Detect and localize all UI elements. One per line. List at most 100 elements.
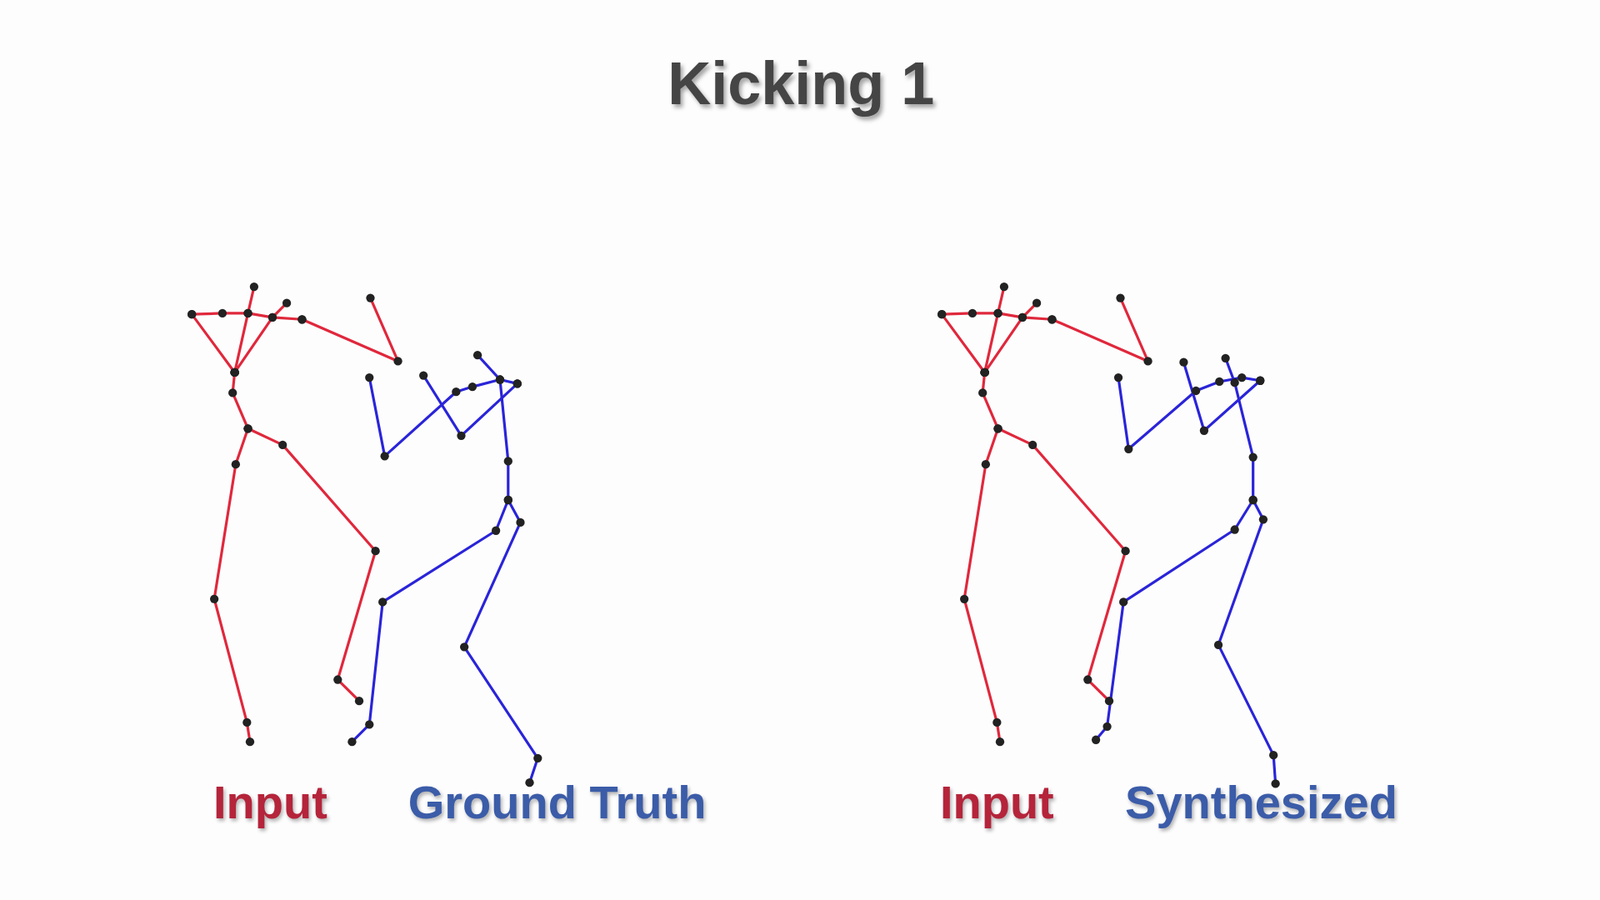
- joint-dot: [210, 595, 219, 604]
- joint-dot: [968, 309, 977, 318]
- joint-dot: [1179, 358, 1188, 367]
- joint-dot: [1249, 452, 1258, 461]
- joint-dot: [1047, 315, 1056, 324]
- joint-dot: [250, 282, 259, 291]
- joint-dot: [365, 293, 375, 302]
- joint-dot: [456, 431, 465, 440]
- arm-line: [301, 298, 398, 362]
- joint-dot: [1249, 495, 1258, 505]
- leg-line: [214, 428, 250, 742]
- joint-dot: [268, 313, 277, 322]
- joint-dot: [980, 368, 989, 377]
- joint-dot: [282, 299, 291, 308]
- joint-dot: [1119, 597, 1128, 606]
- joint-dot: [495, 375, 505, 384]
- joint-dot: [533, 754, 542, 763]
- leg-line: [464, 500, 538, 783]
- leg-line: [232, 372, 375, 701]
- joint-dot: [1018, 313, 1027, 322]
- arm-line: [191, 314, 235, 373]
- arm-line: [369, 377, 518, 456]
- joint-dot: [473, 350, 482, 360]
- joint-dot: [1259, 515, 1268, 524]
- arm-line: [1183, 362, 1260, 431]
- joint-dot: [993, 424, 1002, 433]
- joint-dot: [1249, 495, 1258, 505]
- joint-dot: [230, 368, 239, 377]
- joint-dot: [1120, 546, 1130, 555]
- joint-dot: [504, 456, 513, 465]
- joint-dot: [468, 382, 477, 391]
- ground-truth-skeleton: [351, 355, 538, 783]
- joint-dot: [228, 388, 237, 397]
- caption-label: Input: [940, 775, 1055, 830]
- joint-dot: [370, 546, 380, 555]
- joint-dot: [378, 597, 387, 606]
- leg-line: [351, 355, 508, 742]
- joint-dot: [1269, 750, 1278, 760]
- joint-dot: [1255, 376, 1265, 385]
- caption-label: Input: [213, 775, 328, 830]
- joint-dot: [347, 737, 356, 746]
- joint-dot: [297, 315, 306, 324]
- joint-dot: [1124, 445, 1133, 454]
- joint-dot: [218, 309, 227, 318]
- joint-dot: [1000, 282, 1009, 291]
- joint-dot: [1115, 293, 1125, 302]
- joint-dot: [230, 368, 239, 377]
- joint-dot: [460, 642, 469, 651]
- joint-dot: [297, 315, 306, 324]
- joint-dot: [980, 368, 989, 377]
- joint-dot: [1018, 313, 1027, 322]
- joint-dot: [504, 495, 513, 505]
- joint-dot: [365, 720, 374, 729]
- joint-dot: [187, 310, 196, 319]
- joint-dot: [1083, 675, 1092, 684]
- joint-dot: [1091, 735, 1100, 745]
- joint-dot: [231, 460, 240, 469]
- input-skeleton: [191, 286, 398, 742]
- joint-dot: [355, 696, 364, 705]
- joint-dot: [333, 675, 342, 684]
- synthesized-skeleton: [1095, 358, 1276, 785]
- joint-dot: [495, 375, 505, 384]
- joint-dot: [515, 518, 525, 527]
- title: Kicking 1: [667, 49, 935, 118]
- joint-dot: [960, 595, 969, 604]
- joint-dot: [1114, 373, 1123, 382]
- joint-dot: [393, 356, 402, 365]
- joint-dot: [230, 368, 239, 377]
- head-line: [235, 303, 287, 373]
- joint-dot: [995, 737, 1005, 746]
- joint-dot: [1230, 378, 1240, 387]
- joint-dot: [491, 526, 500, 535]
- joint-dot: [380, 451, 389, 460]
- joint-dot: [980, 368, 989, 377]
- joint-dot: [1047, 315, 1056, 324]
- joint-dot: [1214, 640, 1223, 650]
- joint-dot: [981, 460, 990, 469]
- joint-dot: [1032, 299, 1041, 308]
- joint-dot: [993, 309, 1002, 318]
- caption-label: Ground Truth: [408, 775, 707, 830]
- arm-line: [1118, 377, 1260, 450]
- joint-dot: [230, 368, 239, 377]
- joint-dot: [978, 388, 987, 397]
- joint-dot: [187, 310, 196, 319]
- joint-dot: [365, 373, 374, 382]
- joint-dot: [937, 310, 946, 319]
- joint-dot: [451, 387, 460, 396]
- leg-line: [1095, 358, 1254, 740]
- joint-dot: [1230, 525, 1240, 534]
- joint-dot: [992, 718, 1001, 727]
- joint-dot: [993, 424, 1002, 433]
- joint-dot: [243, 424, 252, 433]
- joint-dot: [278, 440, 287, 450]
- joint-dots: [187, 282, 1153, 746]
- caption-label: Synthesized: [1125, 775, 1398, 830]
- joint-dot: [1143, 356, 1152, 365]
- joint-dot: [980, 368, 989, 377]
- leg-line: [1218, 500, 1276, 784]
- joint-dot: [937, 310, 946, 319]
- joint-dot: [1028, 440, 1037, 450]
